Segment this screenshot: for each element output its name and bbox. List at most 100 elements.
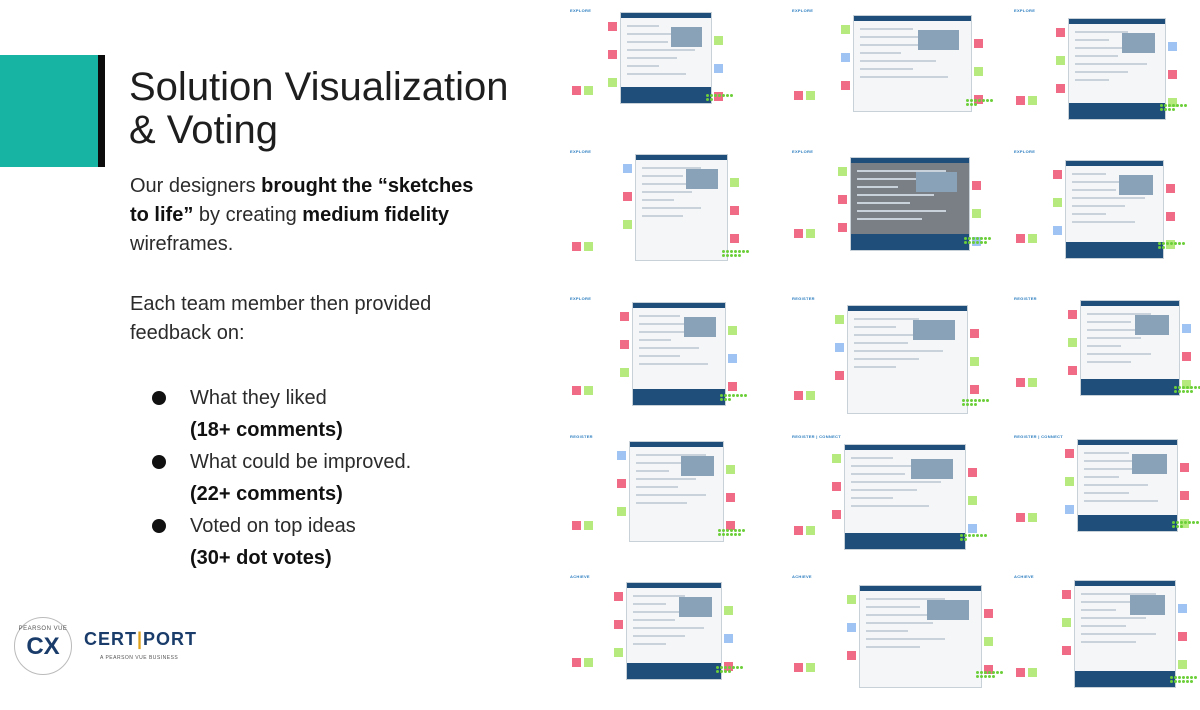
vote-dot	[728, 670, 731, 673]
vote-dot	[730, 529, 733, 532]
vote-dot	[718, 529, 721, 532]
vote-dot	[1000, 671, 1003, 674]
wireframe-text-line	[866, 622, 933, 624]
wireframe-text-line	[636, 494, 706, 496]
vote-dot	[1162, 242, 1165, 245]
vote-dot	[968, 237, 971, 240]
sticky-note	[1068, 366, 1077, 375]
sticky-note	[584, 386, 593, 395]
wireframe-text-line	[639, 347, 699, 349]
vote-dots	[1158, 242, 1188, 252]
wireframe-frame	[1080, 300, 1180, 396]
sticky-note	[841, 53, 850, 62]
slide-title-line-1: Solution Visualization	[129, 65, 509, 109]
sticky-note	[1168, 42, 1177, 51]
sticky-note	[1016, 513, 1025, 522]
vote-dot	[1184, 104, 1187, 107]
vote-dot	[986, 399, 989, 402]
wireframe-text-line	[866, 598, 945, 600]
vote-dot	[960, 538, 963, 541]
sticky-note	[1182, 352, 1191, 361]
wireframe-thumbnail: EXPLORE	[782, 2, 995, 144]
vote-dot	[976, 675, 979, 678]
sticky-note	[1062, 590, 1071, 599]
wireframe-text-line	[1072, 221, 1136, 223]
wireframe-thumbnail: EXPLORE	[1004, 143, 1200, 285]
sticky-note	[728, 354, 737, 363]
vote-dot	[1180, 104, 1183, 107]
wireframe-frame	[1074, 580, 1176, 688]
wireframe-text-line	[1087, 329, 1161, 331]
sticky-note	[572, 658, 581, 667]
wireframe-text-line	[860, 28, 913, 30]
wireframe-image-block	[915, 172, 958, 192]
wireframe-text-line	[1081, 609, 1116, 611]
sticky-note	[974, 67, 983, 76]
sticky-note	[1065, 449, 1074, 458]
wireframe-image-block	[1134, 315, 1170, 335]
wireframe-frame	[632, 302, 726, 406]
vote-dot	[736, 394, 739, 397]
vote-dot	[744, 394, 747, 397]
wireframe-text-line	[1072, 173, 1106, 175]
vote-dot	[738, 250, 741, 253]
vote-dot	[1194, 386, 1197, 389]
vote-dot	[968, 241, 971, 244]
sticky-note	[614, 620, 623, 629]
wireframe-thumbnail: EXPLORE	[560, 2, 773, 144]
vote-dot	[980, 671, 983, 674]
feedback-item-count: (22+ comments)	[190, 483, 343, 505]
wireframe-image-block	[686, 169, 718, 189]
wireframe-text-line	[636, 462, 688, 464]
vote-dot	[964, 241, 967, 244]
wireframe-label: EXPLORE	[570, 149, 592, 154]
intro-text-2: by creating	[193, 204, 303, 226]
wireframe-text-line	[633, 627, 704, 629]
vote-dot	[1174, 676, 1177, 679]
sticky-note	[847, 595, 856, 604]
wireframe-thumbnail: ACHIEVE	[782, 568, 1003, 710]
vote-dot	[970, 399, 973, 402]
wireframe-thumbnail: ACHIEVE	[1004, 568, 1200, 710]
wireframe-thumbnail: REGISTER	[560, 428, 773, 570]
vote-dot	[980, 241, 983, 244]
wireframe-text-line	[1087, 353, 1151, 355]
vote-dot	[740, 666, 743, 669]
sticky-note	[730, 178, 739, 187]
wireframe-thumbnail: ACHIEVE	[560, 568, 773, 710]
sticky-note	[614, 648, 623, 657]
intro-paragraph: Our designers brought the “sketches to l…	[130, 172, 490, 259]
wireframe-label: REGISTER | CONNECT	[792, 434, 841, 439]
wireframe-text-line	[642, 167, 702, 169]
vote-dot	[1180, 521, 1183, 524]
vote-dot	[1182, 242, 1185, 245]
wireframe-text-line	[851, 489, 917, 491]
wireframe-thumbnail: REGISTER | CONNECT	[782, 428, 995, 570]
wireframe-text-line	[851, 473, 905, 475]
sticky-note	[1178, 660, 1187, 669]
sticky-note	[806, 391, 815, 400]
vote-dot	[976, 534, 979, 537]
wireframe-frame	[635, 154, 728, 261]
sticky-note	[623, 164, 632, 173]
vote-dot	[1182, 680, 1185, 683]
wireframe-text-line	[636, 486, 678, 488]
sticky-note	[970, 357, 979, 366]
wireframe-image-block	[911, 459, 953, 479]
sticky-note	[572, 242, 581, 251]
vote-dot	[1162, 246, 1165, 249]
wireframe-header	[636, 155, 727, 160]
vote-dot	[1174, 242, 1177, 245]
sticky-note	[617, 479, 626, 488]
sticky-note	[1053, 198, 1062, 207]
vote-dot	[724, 398, 727, 401]
wireframe-text-line	[642, 215, 683, 217]
sticky-note	[1016, 96, 1025, 105]
sticky-note	[726, 521, 735, 530]
wireframe-text-line	[1081, 593, 1156, 595]
sticky-note	[1068, 338, 1077, 347]
wireframe-text-line	[1084, 468, 1139, 470]
wireframe-text-line	[1072, 205, 1126, 207]
sticky-note	[794, 229, 803, 238]
